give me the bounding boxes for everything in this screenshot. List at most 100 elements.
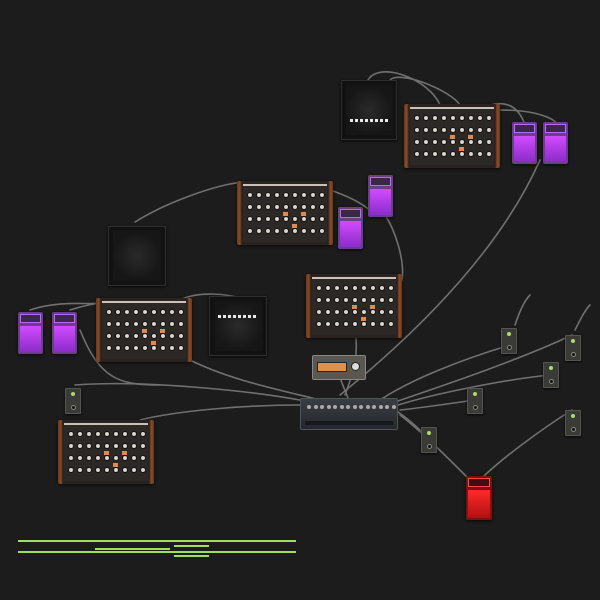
mixer-channel-knob[interactable] bbox=[346, 405, 350, 409]
jack-port[interactable] bbox=[548, 379, 554, 384]
mixer-channel-knob[interactable] bbox=[320, 405, 324, 409]
synth-knob[interactable] bbox=[104, 455, 110, 461]
synth-knob[interactable] bbox=[325, 321, 331, 327]
synth-knob[interactable] bbox=[388, 297, 394, 303]
synth-knob[interactable] bbox=[86, 467, 92, 473]
mixer-channel-knob[interactable] bbox=[378, 405, 383, 409]
synth-knob[interactable] bbox=[414, 151, 420, 157]
synth-knob[interactable] bbox=[450, 127, 456, 133]
timeline-track[interactable] bbox=[18, 551, 296, 553]
synth-knob[interactable] bbox=[319, 228, 325, 234]
synth-knob[interactable] bbox=[77, 455, 83, 461]
pedal-footswitch[interactable] bbox=[20, 326, 41, 352]
synth-knob[interactable] bbox=[140, 455, 146, 461]
amplifier-module[interactable] bbox=[312, 355, 366, 380]
synth-pad[interactable] bbox=[459, 147, 464, 151]
synth-knob[interactable] bbox=[459, 115, 465, 121]
synth-knob[interactable] bbox=[414, 127, 420, 133]
synth-knob[interactable] bbox=[292, 228, 298, 234]
pedal-footswitch[interactable] bbox=[514, 136, 535, 162]
synth-knob[interactable] bbox=[388, 285, 394, 291]
pedal-footswitch[interactable] bbox=[340, 221, 361, 247]
mixer-channel-knob[interactable] bbox=[339, 405, 344, 409]
mixer-channel-knob[interactable] bbox=[333, 405, 337, 409]
small-module[interactable] bbox=[467, 388, 483, 414]
synth-knob[interactable] bbox=[106, 345, 112, 351]
mixer-channel-knob[interactable] bbox=[391, 405, 396, 409]
synth-knob[interactable] bbox=[379, 321, 385, 327]
synth-knob[interactable] bbox=[151, 321, 157, 327]
synth-knob[interactable] bbox=[432, 115, 438, 121]
mixer-channel-knob[interactable] bbox=[352, 405, 357, 409]
synth-knob[interactable] bbox=[274, 192, 280, 198]
mixer-channel-knob[interactable] bbox=[307, 405, 311, 409]
synth-knob[interactable] bbox=[256, 216, 262, 222]
synth-knob[interactable] bbox=[169, 345, 175, 351]
synth-knob[interactable] bbox=[352, 321, 358, 327]
oscilloscope-module-top[interactable] bbox=[341, 80, 397, 140]
synth-knob[interactable] bbox=[95, 467, 101, 473]
synth-knob[interactable] bbox=[468, 115, 474, 121]
synth-knob[interactable] bbox=[265, 192, 271, 198]
synth-knob[interactable] bbox=[140, 443, 146, 449]
synth-knob[interactable] bbox=[319, 216, 325, 222]
timeline[interactable] bbox=[18, 538, 300, 558]
synth-knob[interactable] bbox=[441, 139, 447, 145]
small-module[interactable] bbox=[565, 410, 581, 436]
timeline-track[interactable] bbox=[174, 545, 209, 547]
synth-knob[interactable] bbox=[247, 216, 253, 222]
pedal-footswitch[interactable] bbox=[468, 490, 490, 518]
synth-knob[interactable] bbox=[486, 139, 492, 145]
synth-knob[interactable] bbox=[414, 115, 420, 121]
synth-knob[interactable] bbox=[370, 309, 376, 315]
synth-knob[interactable] bbox=[283, 192, 289, 198]
synth-knob[interactable] bbox=[310, 204, 316, 210]
synth-knob[interactable] bbox=[468, 127, 474, 133]
synth-knob[interactable] bbox=[477, 127, 483, 133]
synth-knob[interactable] bbox=[95, 443, 101, 449]
synth-knob[interactable] bbox=[316, 321, 322, 327]
synth-knob[interactable] bbox=[265, 216, 271, 222]
small-module[interactable] bbox=[543, 362, 559, 388]
synth-knob[interactable] bbox=[283, 204, 289, 210]
synth-knob[interactable] bbox=[247, 228, 253, 234]
jack-port[interactable] bbox=[570, 352, 576, 357]
synth-knob[interactable] bbox=[104, 431, 110, 437]
synth-pad[interactable] bbox=[352, 305, 357, 309]
synth-knob[interactable] bbox=[106, 309, 112, 315]
synth-knob[interactable] bbox=[343, 321, 349, 327]
synth-knob[interactable] bbox=[142, 333, 148, 339]
effect-pedal[interactable] bbox=[512, 122, 537, 164]
synth-pad[interactable] bbox=[160, 329, 165, 333]
jack-port[interactable] bbox=[426, 444, 432, 449]
synth-knob[interactable] bbox=[115, 333, 121, 339]
synth-knob[interactable] bbox=[370, 321, 376, 327]
synth-knob[interactable] bbox=[178, 321, 184, 327]
synth-knob[interactable] bbox=[325, 285, 331, 291]
synth-knob[interactable] bbox=[459, 139, 465, 145]
synth-knob[interactable] bbox=[334, 297, 340, 303]
synth-knob[interactable] bbox=[122, 443, 128, 449]
synth-pad[interactable] bbox=[450, 135, 455, 139]
synth-knob[interactable] bbox=[115, 345, 121, 351]
synth-knob[interactable] bbox=[68, 455, 74, 461]
synth-knob[interactable] bbox=[379, 309, 385, 315]
synth-knob[interactable] bbox=[131, 443, 137, 449]
synth-knob[interactable] bbox=[151, 333, 157, 339]
synth-knob[interactable] bbox=[124, 333, 130, 339]
synth-knob[interactable] bbox=[169, 321, 175, 327]
synth-knob[interactable] bbox=[352, 285, 358, 291]
pedal-footswitch[interactable] bbox=[545, 136, 566, 162]
synth-module-4[interactable] bbox=[96, 298, 192, 362]
effect-pedal-red[interactable] bbox=[466, 476, 492, 520]
synth-knob[interactable] bbox=[310, 192, 316, 198]
synth-knob[interactable] bbox=[334, 309, 340, 315]
effect-pedal[interactable] bbox=[543, 122, 568, 164]
mixer-channel-knob[interactable] bbox=[359, 405, 363, 409]
synth-knob[interactable] bbox=[133, 333, 139, 339]
synth-knob[interactable] bbox=[106, 333, 112, 339]
synth-knob[interactable] bbox=[310, 216, 316, 222]
synth-knob[interactable] bbox=[256, 204, 262, 210]
synth-knob[interactable] bbox=[178, 345, 184, 351]
synth-knob[interactable] bbox=[316, 285, 322, 291]
